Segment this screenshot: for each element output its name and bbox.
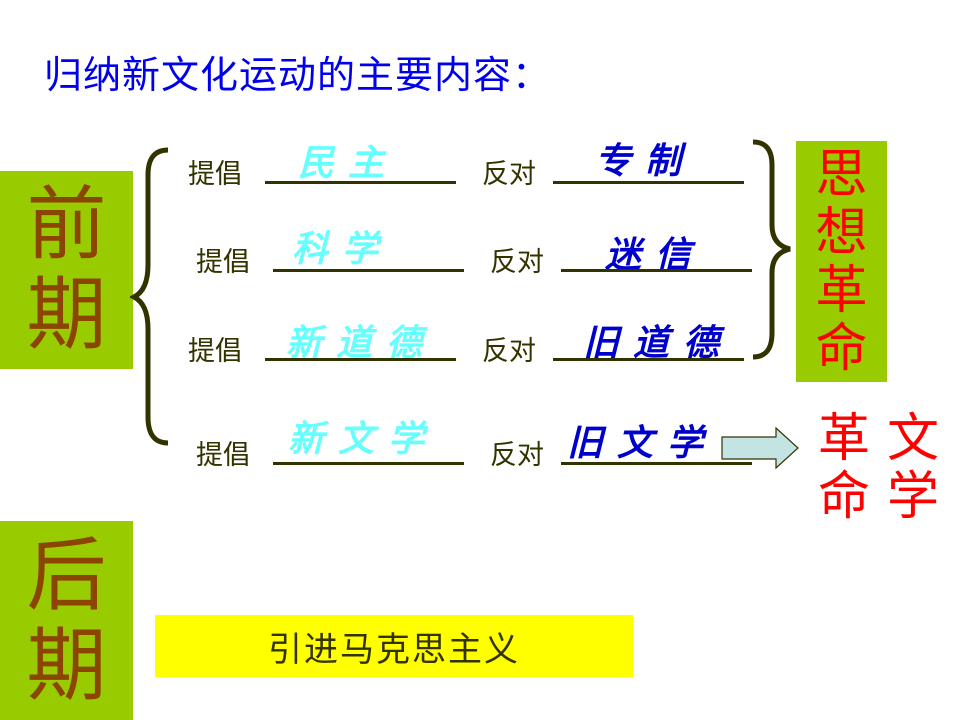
oppose-blank-1 [553, 181, 744, 184]
oppose-blank-4 [561, 462, 752, 465]
thought-revolution-char-2: 想 [815, 202, 868, 263]
oppose-label-2: 反对 [490, 247, 544, 278]
late-period-box: 后 期 [0, 521, 133, 720]
late-content-box: 引进马克思主义 [155, 615, 633, 677]
oppose-value-4: 旧文学 [567, 423, 718, 464]
promote-blank-1 [265, 181, 456, 184]
thought-revolution-char-4: 命 [815, 318, 868, 379]
promote-label-3: 提倡 [188, 336, 242, 367]
promote-value-4: 新文学 [288, 419, 439, 460]
promote-blank-2 [273, 269, 464, 272]
oppose-value-3: 旧道德 [583, 323, 734, 364]
literary-revolution-char-3: 文 [886, 409, 939, 469]
late-period-char-2: 期 [26, 618, 107, 712]
literary-revolution-col-1: 革 命 [816, 410, 872, 526]
early-period-char-2: 期 [26, 268, 107, 361]
literary-revolution-char-1: 革 [817, 409, 870, 469]
oppose-blank-2 [561, 269, 752, 272]
early-period-char-1: 前 [26, 178, 107, 271]
left-brace-icon [130, 147, 169, 446]
early-period-box: 前 期 [0, 171, 133, 369]
page-title: 归纳新文化运动的主要内容： [44, 53, 552, 97]
promote-blank-4 [273, 462, 464, 465]
oppose-label-1: 反对 [482, 159, 536, 190]
promote-value-3: 新道德 [286, 323, 437, 364]
promote-blank-3 [265, 358, 456, 361]
oppose-label-4: 反对 [490, 440, 544, 471]
oppose-value-1: 专制 [595, 141, 696, 182]
oppose-blank-3 [553, 358, 744, 361]
thought-revolution-char-3: 革 [815, 260, 868, 321]
literary-revolution-char-4: 学 [886, 467, 939, 527]
promote-label-2: 提倡 [196, 247, 250, 278]
right-brace-icon [752, 139, 791, 360]
thought-revolution-char-1: 思 [815, 144, 868, 205]
literary-revolution-char-2: 命 [817, 467, 870, 527]
late-period-char-1: 后 [26, 528, 107, 622]
oppose-label-3: 反对 [482, 336, 536, 367]
promote-value-1: 民主 [298, 143, 399, 184]
thought-revolution-box: 思 想 革 命 [796, 141, 887, 382]
promote-value-2: 科学 [292, 229, 393, 270]
promote-label-1: 提倡 [188, 159, 242, 190]
late-content-text: 引进马克思主义 [268, 629, 520, 670]
literary-revolution-col-2: 文 学 [885, 410, 941, 526]
right-arrow-icon [721, 427, 799, 469]
promote-label-4: 提倡 [196, 440, 250, 471]
